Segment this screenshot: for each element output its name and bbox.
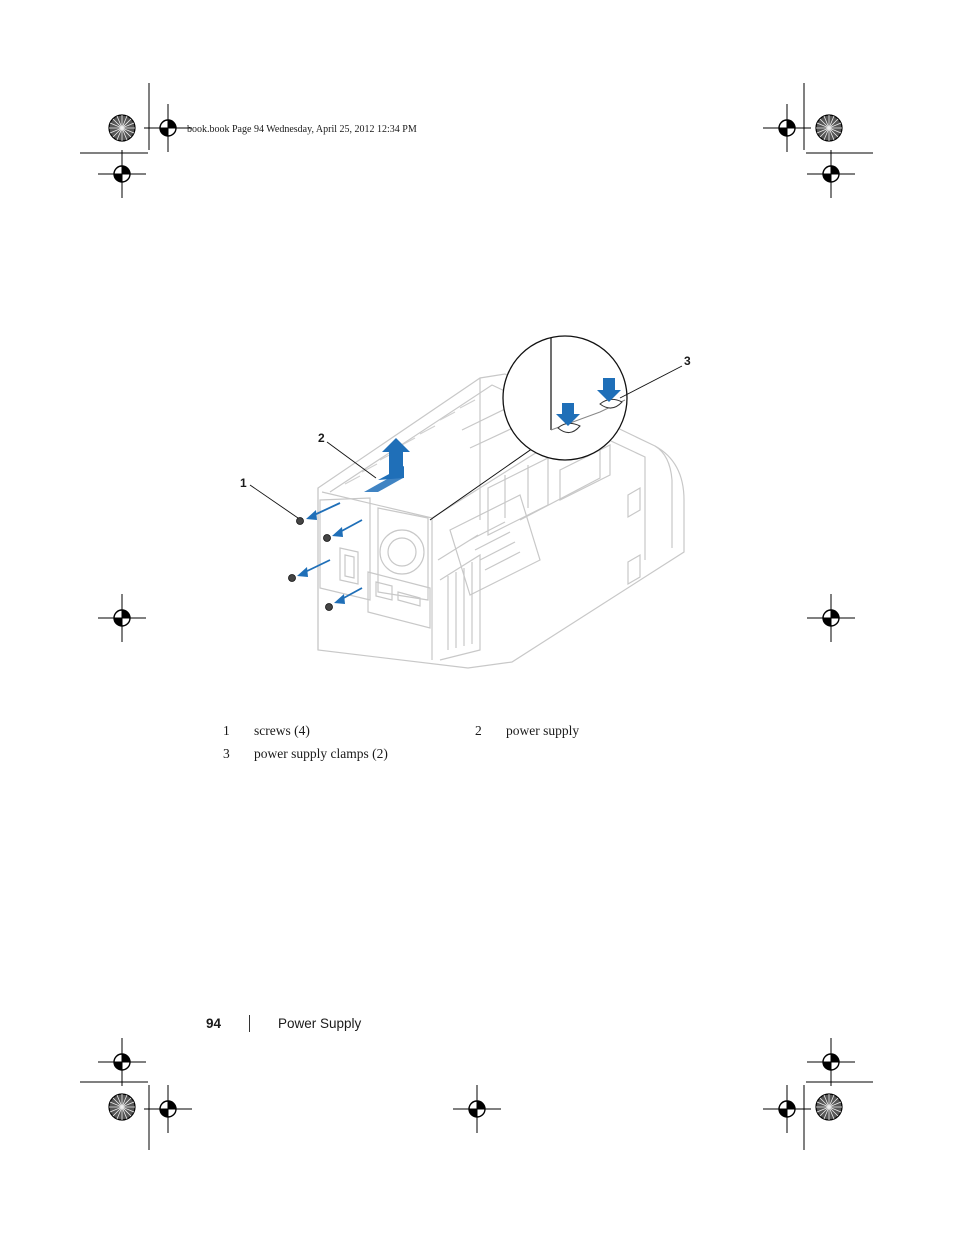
legend-label-2: power supply: [506, 723, 580, 738]
callout-3: 3: [684, 354, 691, 368]
legend-num-2: 2: [475, 723, 482, 738]
lift-arrow: [364, 438, 410, 492]
callout-2: 2: [318, 431, 325, 445]
screw-arrows: [297, 502, 363, 604]
callout-leaders: [249, 365, 683, 519]
footer-divider: [249, 1015, 250, 1032]
legend-num-1: 1: [223, 723, 230, 738]
legend-num-3: 3: [223, 746, 230, 761]
header-stamp: book.book Page 94 Wednesday, April 25, 2…: [187, 124, 417, 135]
section-title: Power Supply: [278, 1016, 362, 1031]
screws: [288, 517, 333, 611]
legend-label-1: screws (4): [254, 723, 310, 738]
page-number: 94: [206, 1016, 222, 1031]
legend-label-3: power supply clamps (2): [254, 746, 388, 761]
callout-1: 1: [240, 476, 247, 490]
clamp-inset: [429, 335, 628, 521]
